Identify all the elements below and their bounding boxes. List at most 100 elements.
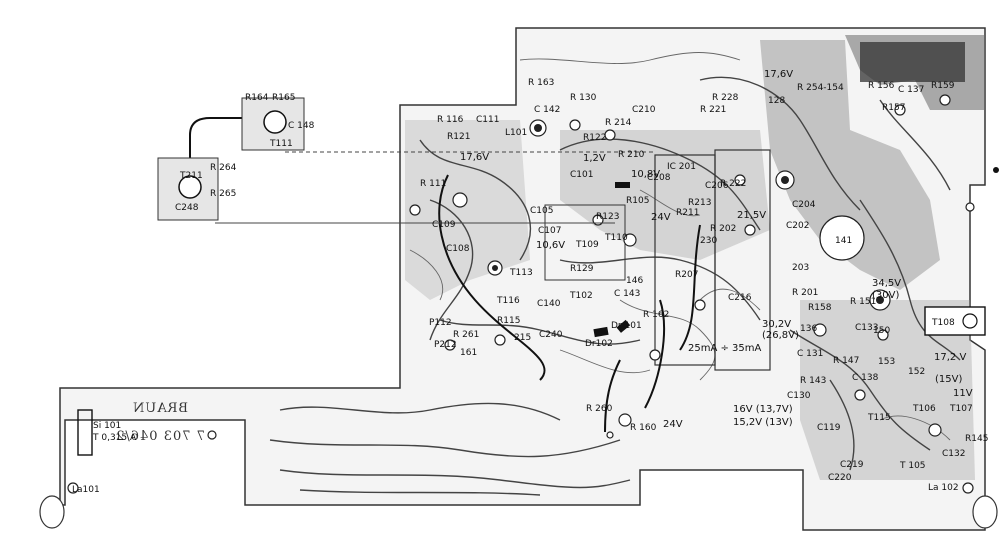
jumper-wire-2	[679, 224, 701, 351]
label-t0315: T 0,315 A	[92, 433, 137, 443]
ground-plane-left	[405, 120, 530, 300]
label-r111: R 111	[420, 179, 446, 189]
label-c216: C216	[728, 293, 752, 303]
label-c210: C210	[632, 105, 656, 115]
lamp-la102	[972, 495, 998, 529]
label-r157: R157	[882, 103, 905, 113]
label-c111: C111	[476, 115, 499, 125]
label-c137: C 137	[898, 85, 924, 95]
label-t108: T108	[931, 318, 955, 328]
label-v24b: 24V	[663, 419, 683, 430]
label-c219: C219	[840, 460, 864, 470]
label-r143: R 143	[800, 376, 826, 386]
label-r211: R211	[676, 208, 699, 218]
label-c105: C105	[530, 206, 553, 216]
electrolytic-capacitors	[593, 182, 631, 338]
label-r150: 150	[873, 326, 890, 336]
label-c101: C101	[570, 170, 593, 180]
pcb-outline	[59, 27, 986, 531]
label-l101: L101	[505, 128, 527, 138]
label-r129: R129	[570, 264, 594, 274]
label-r105: R105	[626, 196, 649, 206]
label-r121: R121	[447, 132, 470, 142]
label-c131: C 131	[797, 349, 823, 359]
label-r161: 161	[460, 348, 477, 358]
component-pads	[67, 94, 975, 494]
jumper-wire-4	[604, 359, 621, 433]
label-r213: R213	[688, 198, 711, 208]
label-r265: R 265	[210, 189, 236, 199]
ground-plane-right	[760, 40, 940, 290]
label-r264: R 264	[210, 163, 237, 173]
label-v11: 11V	[953, 388, 973, 399]
label-c133: C133	[855, 323, 878, 333]
label-t111: T111	[269, 139, 293, 149]
label-dr102: Dr102	[585, 339, 613, 349]
trace-network	[269, 52, 961, 496]
label-t105: T 105	[899, 461, 926, 471]
label-la101: La101	[72, 485, 100, 495]
label-c208: C208	[647, 173, 671, 183]
ground-plane-center	[560, 130, 770, 260]
label-r162: R 162	[643, 310, 669, 320]
label-r203: 203	[792, 263, 809, 273]
transistor-t111	[263, 110, 287, 134]
label-r254: R 254-154	[797, 83, 844, 93]
label-v172: 17,2 V	[934, 352, 966, 363]
label-r151: R 151	[850, 297, 876, 307]
label-r159: R159	[931, 81, 955, 91]
label-c248: C248	[175, 203, 199, 213]
label-r202: R 202	[710, 224, 736, 234]
label-c109: C109	[432, 220, 456, 230]
label-c132: C132	[942, 449, 965, 459]
jumper-wire-1	[438, 174, 546, 381]
label-r214: R 214	[605, 118, 632, 128]
label-v268: (26,8V)	[762, 330, 799, 341]
fuse-holder-si101	[77, 409, 93, 456]
label-c206: C206	[705, 181, 729, 191]
label-v345: 34,5V	[872, 278, 901, 289]
label-t116: T116	[496, 296, 520, 306]
mount-dot-right-edge	[993, 167, 999, 173]
label-r160: R 160	[630, 423, 657, 433]
label-dr101: Dr 101	[611, 321, 642, 331]
label-t113: T113	[509, 268, 533, 278]
label-c204: C204	[792, 200, 816, 210]
label-c108: C108	[446, 244, 470, 254]
brand-silkscreen: BRAUN	[132, 401, 188, 416]
heatsink-pad	[860, 42, 965, 82]
label-c143: C 143	[614, 289, 640, 299]
jumper-wire-3	[644, 299, 666, 409]
label-v30: (30V)	[872, 290, 899, 301]
label-v1176: 17,6V	[460, 152, 489, 163]
transistor-t211	[178, 175, 202, 199]
label-c202: C202	[786, 221, 809, 231]
label-r210: R 210	[618, 150, 645, 160]
label-r260: R 260	[586, 404, 613, 414]
label-c130: C130	[787, 391, 811, 401]
label-c138: C 138	[852, 373, 879, 383]
label-la102: La 102	[928, 483, 959, 493]
label-r128: 128	[768, 96, 785, 106]
label-r116: R 116	[437, 115, 464, 125]
label-r261: R 261	[453, 330, 479, 340]
label-t107: T107	[949, 404, 973, 414]
label-r141: 141	[835, 236, 852, 246]
label-t109: T109	[575, 240, 599, 250]
label-p112: P112	[429, 318, 452, 328]
label-r122: R122	[583, 133, 606, 143]
label-p212: P212	[434, 340, 457, 350]
part-number-silkscreen: 7 703 046/2	[115, 429, 205, 444]
label-r164: R164	[245, 93, 269, 103]
label-r165: R165	[272, 93, 295, 103]
label-r123: R123	[596, 212, 619, 222]
label-r228: R 228	[712, 93, 739, 103]
label-v12: 1,2V	[583, 153, 606, 164]
label-r201: R 201	[792, 288, 818, 298]
label-r145: R145	[965, 434, 988, 444]
label-i25: 25mA ÷ 35mA	[688, 343, 762, 354]
label-t115: T115	[867, 413, 891, 423]
label-r221: R 221	[700, 105, 726, 115]
label-r153: 153	[878, 357, 895, 367]
label-r222: R 222	[720, 179, 746, 189]
